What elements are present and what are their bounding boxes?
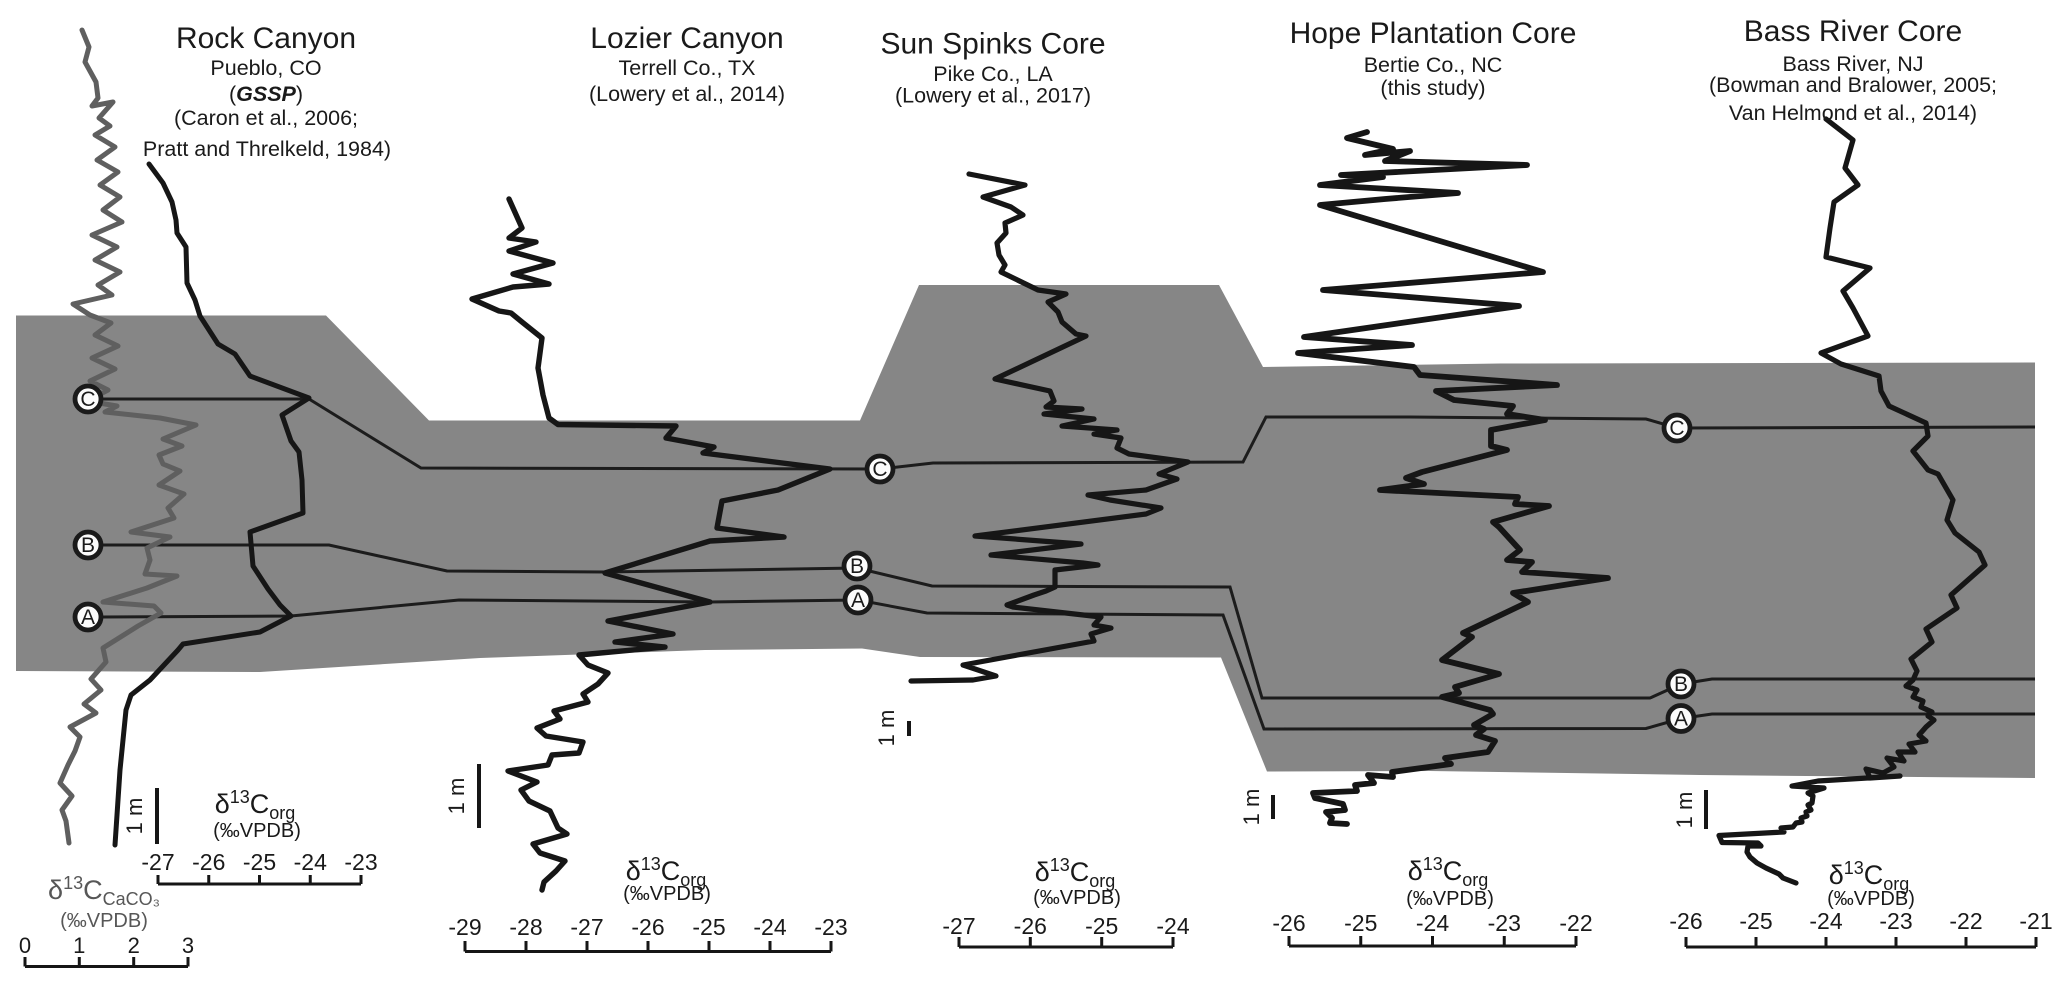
- svg-text:-23: -23: [814, 914, 847, 940]
- svg-text:(this study): (this study): [1380, 76, 1485, 100]
- svg-text:(GSSP): (GSSP): [229, 82, 303, 106]
- svg-text:Rock Canyon: Rock Canyon: [176, 22, 356, 55]
- svg-text:-22: -22: [1559, 910, 1592, 936]
- svg-text:1 m: 1 m: [874, 710, 899, 747]
- svg-text:(Lowery et al., 2014): (Lowery et al., 2014): [589, 82, 785, 106]
- svg-text:-23: -23: [1488, 910, 1521, 936]
- svg-text:-24: -24: [294, 849, 327, 875]
- svg-text:1 m: 1 m: [1672, 792, 1697, 829]
- svg-text:0: 0: [19, 933, 31, 958]
- svg-text:-21: -21: [2019, 908, 2052, 934]
- svg-text:-24: -24: [753, 914, 786, 940]
- svg-text:B: B: [81, 534, 95, 557]
- svg-text:-26: -26: [1272, 910, 1305, 936]
- svg-text:C: C: [80, 388, 95, 411]
- svg-text:-28: -28: [509, 914, 542, 940]
- svg-text:-22: -22: [1949, 908, 1982, 934]
- svg-text:(‰VPDB): (‰VPDB): [1033, 887, 1121, 909]
- svg-text:-23: -23: [344, 849, 377, 875]
- svg-text:Bass River Core: Bass River Core: [1744, 15, 1962, 48]
- svg-text:-26: -26: [631, 914, 664, 940]
- svg-text:Pratt and Threlkeld, 1984): Pratt and Threlkeld, 1984): [143, 137, 391, 161]
- svg-text:B: B: [850, 555, 864, 578]
- svg-text:(‰VPDB): (‰VPDB): [1406, 888, 1494, 910]
- svg-text:-24: -24: [1156, 913, 1189, 939]
- svg-text:A: A: [851, 589, 865, 612]
- svg-text:Pueblo, CO: Pueblo, CO: [210, 56, 321, 80]
- svg-text:A: A: [81, 606, 95, 629]
- svg-text:-26: -26: [1014, 913, 1047, 939]
- svg-text:(‰VPDB): (‰VPDB): [213, 820, 301, 842]
- svg-text:-27: -27: [570, 914, 603, 940]
- svg-text:-25: -25: [692, 914, 725, 940]
- svg-text:(‰VPDB): (‰VPDB): [623, 883, 711, 905]
- svg-text:Sun Spinks Core: Sun Spinks Core: [880, 28, 1105, 61]
- svg-text:δ13Corg: δ13Corg: [1829, 858, 1910, 894]
- svg-text:Bass River, NJ: Bass River, NJ: [1783, 52, 1924, 76]
- svg-text:-26: -26: [192, 849, 225, 875]
- svg-text:-27: -27: [942, 913, 975, 939]
- svg-text:(Bowman and Bralower, 2005;: (Bowman and Bralower, 2005;: [1709, 73, 1997, 97]
- svg-text:1: 1: [73, 933, 85, 958]
- svg-text:Pike Co., LA: Pike Co., LA: [933, 62, 1053, 86]
- svg-text:-24: -24: [1809, 908, 1842, 934]
- svg-text:-25: -25: [1344, 910, 1377, 936]
- svg-text:Van Helmond et al., 2014): Van Helmond et al., 2014): [1729, 101, 1977, 125]
- svg-text:-27: -27: [141, 849, 174, 875]
- svg-text:1 m: 1 m: [122, 798, 147, 835]
- svg-text:(Lowery et al., 2017): (Lowery et al., 2017): [895, 84, 1091, 108]
- svg-text:Bertie Co., NC: Bertie Co., NC: [1364, 53, 1503, 77]
- svg-text:(‰VPDB): (‰VPDB): [60, 910, 148, 932]
- svg-text:-25: -25: [243, 849, 276, 875]
- svg-text:-26: -26: [1669, 908, 1702, 934]
- svg-text:Terrell Co., TX: Terrell Co., TX: [619, 56, 756, 80]
- svg-text:A: A: [1674, 708, 1688, 731]
- svg-text:Hope Plantation Core: Hope Plantation Core: [1290, 17, 1577, 50]
- svg-text:C: C: [872, 458, 887, 481]
- svg-text:1 m: 1 m: [1239, 789, 1264, 826]
- svg-text:B: B: [1674, 673, 1688, 696]
- svg-text:-23: -23: [1879, 908, 1912, 934]
- svg-text:-25: -25: [1085, 913, 1118, 939]
- svg-text:-25: -25: [1739, 908, 1772, 934]
- svg-text:-29: -29: [448, 914, 481, 940]
- svg-text:(Caron et al., 2006;: (Caron et al., 2006;: [174, 106, 358, 130]
- svg-text:2: 2: [128, 933, 140, 958]
- svg-text:3: 3: [182, 933, 194, 958]
- svg-text:-24: -24: [1416, 910, 1449, 936]
- svg-text:1 m: 1 m: [444, 778, 469, 815]
- svg-text:(‰VPDB): (‰VPDB): [1827, 888, 1915, 910]
- svg-text:C: C: [1669, 417, 1684, 440]
- svg-text:Lozier Canyon: Lozier Canyon: [590, 22, 783, 55]
